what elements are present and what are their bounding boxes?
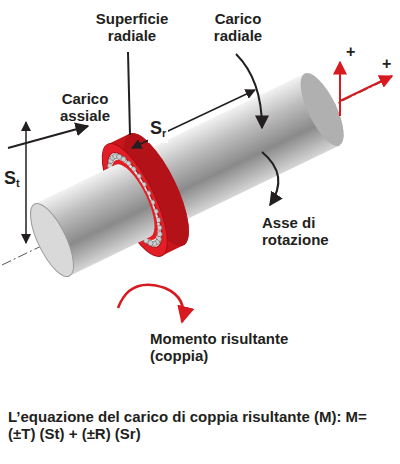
axis-label: Asse di rotazione bbox=[262, 214, 352, 248]
moment-arrow bbox=[118, 285, 183, 322]
dimension-label: St bbox=[4, 168, 20, 193]
part-label: Superficie radiale bbox=[92, 10, 172, 44]
sign-label: + bbox=[382, 56, 391, 72]
surface-leader bbox=[128, 52, 130, 135]
sign-label: + bbox=[346, 44, 355, 60]
dimension-label: Sr bbox=[148, 118, 168, 143]
moment-label: Momento risultante (coppia) bbox=[150, 330, 290, 364]
rotation-arrow bbox=[262, 152, 278, 205]
shaft bbox=[12, 48, 361, 302]
axial-load-arrow bbox=[8, 126, 88, 148]
plus-up-arrow bbox=[339, 62, 341, 116]
sr-dimension bbox=[132, 90, 255, 148]
radial-load-arrow bbox=[236, 54, 262, 128]
equation-caption: L’equazione del carico di coppia risulta… bbox=[8, 408, 388, 442]
plus-right-arrow bbox=[340, 76, 392, 101]
load-label: Carico radiale bbox=[203, 10, 273, 44]
load-label: Carico assiale bbox=[52, 90, 118, 124]
st-dimension bbox=[25, 122, 27, 243]
